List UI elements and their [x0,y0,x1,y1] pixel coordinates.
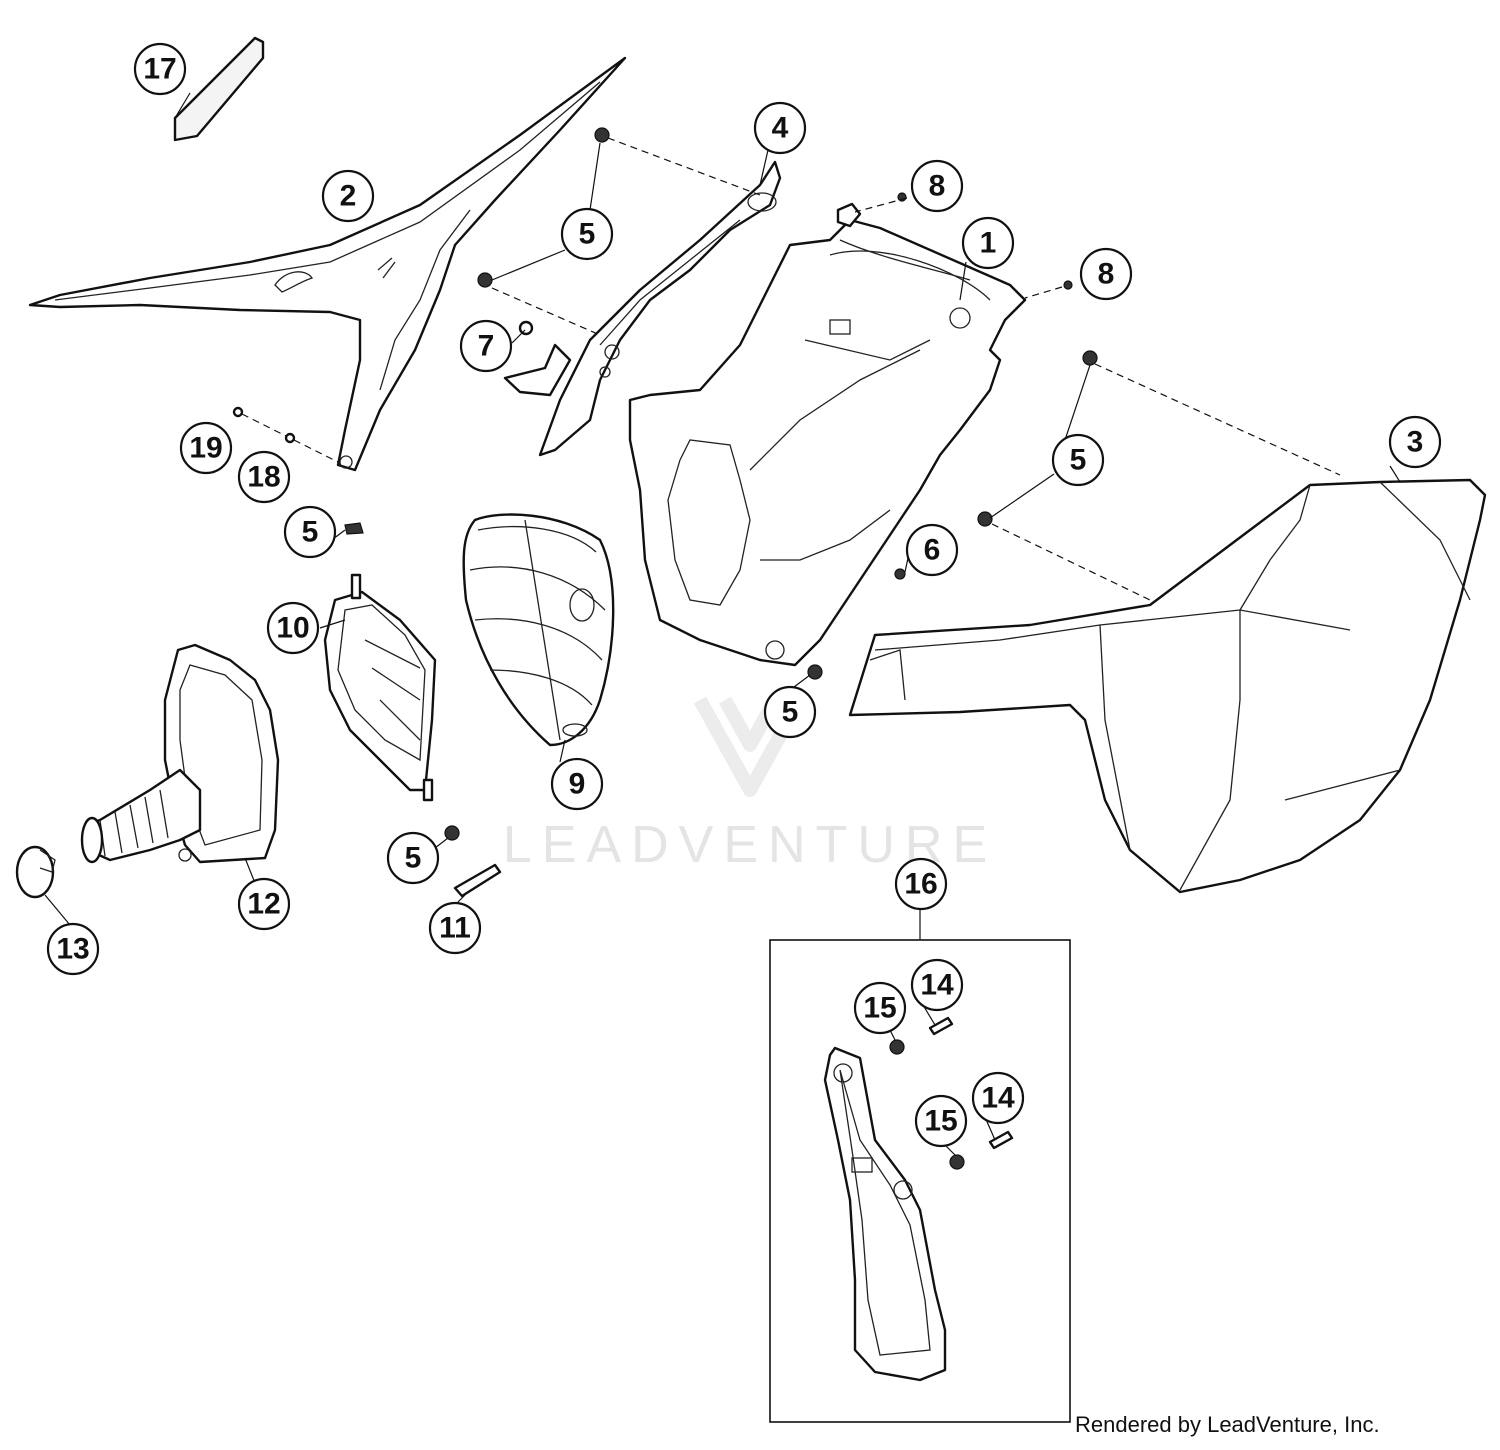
part-5-grommet-bottom [444,825,460,841]
part-4-side-cover [538,160,782,457]
callout-5-left: 5 [283,505,337,559]
svg-text:7: 7 [478,330,495,363]
part-12-intake-boot [80,643,280,864]
svg-text:8: 8 [929,170,946,203]
svg-text:10: 10 [276,612,309,645]
part-16-cover [823,1046,947,1382]
part-10-filter-cage [323,573,437,802]
callout-14-lower: 14 [971,1071,1025,1125]
svg-text:4: 4 [772,112,789,145]
part-5-grommet-right-upper [1082,350,1098,366]
part-3-right-shroud [848,478,1487,894]
part-8-screw-right [1063,280,1073,290]
svg-text:17: 17 [143,53,176,86]
callout-9: 9 [550,757,604,811]
part-1-airbox [628,202,1027,667]
svg-text:5: 5 [579,218,596,251]
part-5-grommet-airbox [807,664,823,680]
callout-2: 2 [321,169,375,223]
callout-13: 13 [46,922,100,976]
callout-5-lower: 5 [386,831,440,885]
credit-text: Rendered by LeadVenture, Inc. [1075,1412,1380,1437]
callout-10: 10 [266,601,320,655]
svg-text:15: 15 [863,992,896,1025]
svg-text:15: 15 [924,1105,957,1138]
callout-12: 12 [237,877,291,931]
svg-text:8: 8 [1098,258,1115,291]
part-9-air-filter [462,513,615,747]
callout-19: 19 [179,421,233,475]
part-17-decal [173,36,265,142]
callout-3: 3 [1388,415,1442,469]
part-14-screw-upper [928,1016,954,1036]
part-7-bracket [503,320,572,397]
part-18-washer [284,432,296,444]
part-13-hose-clamp [15,845,56,899]
callout-5-right: 5 [1051,433,1105,487]
callout-8-right: 8 [1079,247,1133,301]
part-5-grommet-right-lower [977,511,993,527]
callout-7: 7 [459,319,513,373]
svg-text:5: 5 [405,842,422,875]
callout-8-upper: 8 [910,159,964,213]
part-15-washer-lower [949,1154,965,1170]
svg-text:16: 16 [904,868,937,901]
svg-text:2: 2 [340,180,357,213]
part-2-left-shroud [28,56,627,472]
part-5-grommet-mid [477,272,493,288]
callout-15-upper: 15 [853,981,907,1035]
svg-text:14: 14 [981,1082,1015,1115]
callout-11: 11 [428,901,482,955]
part-6-nut [894,568,906,580]
part-5-grommet-top [594,127,610,143]
part-5-grommet-left [344,522,364,535]
callout-18: 18 [237,450,291,504]
part-11-clip [453,863,502,898]
svg-text:5: 5 [782,696,799,729]
svg-text:5: 5 [302,516,319,549]
callout-6: 6 [905,523,959,577]
callout-17: 17 [133,42,187,96]
svg-text:3: 3 [1407,426,1424,459]
svg-text:13: 13 [56,933,89,966]
part-14-screw-lower [988,1130,1014,1150]
callout-14-upper: 14 [910,958,964,1012]
part-15-washer-upper [889,1039,905,1055]
svg-text:5: 5 [1070,444,1087,477]
callout-1: 1 [961,216,1015,270]
callout-15-lower: 15 [914,1094,968,1148]
part-19-screw [232,406,244,418]
callout-5-airbox: 5 [763,685,817,739]
svg-text:14: 14 [920,969,954,1002]
callout-4: 4 [753,101,807,155]
svg-text:19: 19 [189,432,222,465]
svg-text:18: 18 [247,461,280,494]
callout-5-upper: 5 [560,207,614,261]
svg-text:12: 12 [247,888,280,921]
callout-16: 16 [894,857,948,911]
svg-text:9: 9 [569,768,586,801]
svg-text:6: 6 [924,534,941,567]
svg-text:11: 11 [439,912,471,945]
svg-text:1: 1 [980,227,997,260]
